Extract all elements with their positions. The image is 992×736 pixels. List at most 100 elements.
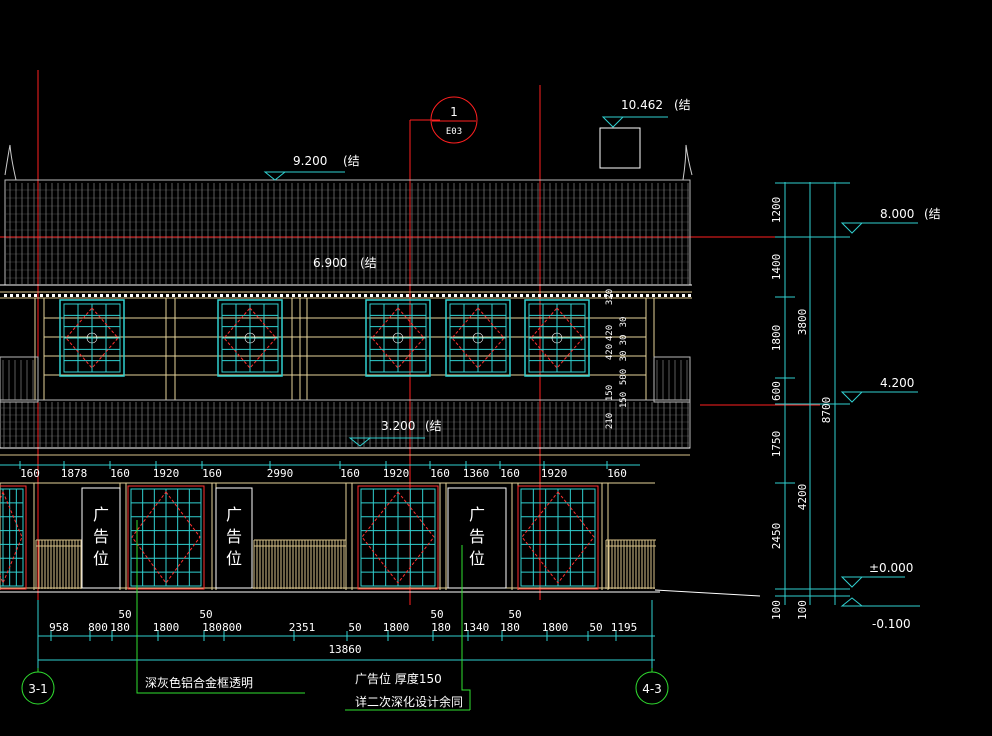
second-floor-windows [59,299,590,377]
window [445,299,511,377]
bottom-dim-label-upper: 50 [508,608,521,621]
right-dim-mid-label: 4200 [796,484,809,511]
top-dim-label: 1920 [153,467,180,480]
elev-eave: 6.900 [313,256,347,270]
elev-top: 10.462 [621,98,663,112]
total-width-dimension: 13860 [328,643,361,656]
door [517,485,599,590]
window [217,299,283,377]
ground-floor-doors [0,485,599,590]
top-dim-label: 160 [430,467,450,480]
door [357,485,439,590]
right-dim-inner-label: 600 [770,381,783,401]
window [365,299,431,377]
top-dim-label: 1878 [61,467,88,480]
axis-right-label: 4-3 [642,682,662,696]
top-dim-label: 160 [500,467,520,480]
door [127,485,205,590]
ad-board: 广告位 [81,487,121,589]
top-dim-label: 160 [607,467,627,480]
elev-right-mid: 4.200 [880,376,914,390]
ad-board-label: 位 [469,549,485,568]
ad-board-label: 广 [93,505,109,524]
elev-canopy-suffix: (结 [425,419,442,433]
elev-top-suffix: (结 [674,98,691,112]
canopy-roof [0,356,691,456]
elevation-markers [263,116,920,607]
ad-board-label: 告 [93,527,109,546]
right-dim-inner-label: 100 [770,600,783,620]
ridge-ornaments [4,144,693,181]
bottom-dim-label: 800 [88,621,108,634]
right-dim-outer-label: 8700 [820,397,833,424]
note-frame: 深灰色铝合金框透明 [145,675,253,690]
red-axis-lines [0,70,820,610]
bottom-dim-label-upper: 50 [199,608,212,621]
section-marker[interactable]: 1 E03 [430,96,478,144]
top-dim-label: 160 [202,467,222,480]
window [524,299,590,377]
door [0,485,27,590]
ad-board-label: 告 [226,527,242,546]
elev-ridge: 9.200 [293,154,327,168]
top-dim-label: 2990 [267,467,294,480]
top-dim-label: 1920 [541,467,568,480]
elev-below-ground: -0.100 [872,617,911,631]
bottom-dim-label: 180 [500,621,520,634]
window-dim-label: 30 [619,335,629,346]
bottom-dim-label: 1195 [611,621,638,634]
top-dim-label: 1920 [383,467,410,480]
right-dim-inner-label: 2450 [770,523,783,550]
right-dim-inner-label: 1750 [770,431,783,458]
ad-board-label: 广 [469,505,485,524]
window-dim-label: 210 [605,413,615,429]
top-dim-label: 1360 [463,467,490,480]
window [59,299,125,377]
bottom-dim-label: 800 [222,621,242,634]
top-dim-label: 160 [20,467,40,480]
window-dim-label: 30 [619,317,629,328]
top-dim-label: 160 [110,467,130,480]
window-dim-label: 150 [605,385,615,401]
leader-lines [136,520,471,711]
ad-board-label: 广 [226,505,242,524]
elev-eave-suffix: (结 [360,256,377,270]
chimney [599,127,641,169]
elev-right-top-suffix: (结 [924,207,941,221]
bottom-dim-label: 180 [202,621,222,634]
note-ad-detail: 详二次深化设计余同 [355,694,463,709]
ad-board-label: 位 [226,549,242,568]
ad-board: 广告位 [447,487,507,589]
bottom-dim-label: 50 [348,621,361,634]
window-dim-label: 320 [605,289,615,305]
top-dim-label: 160 [340,467,360,480]
right-dim-inner-label: 1200 [770,197,783,224]
axis-bubble-right[interactable]: 4-3 [635,671,669,705]
right-dim-inner-label: 1400 [770,254,783,281]
axis-left-label: 3-1 [28,682,48,696]
window-dim-label: 500 [619,369,629,385]
bottom-dim-label: 1800 [383,621,410,634]
bottom-dim-label: 1800 [153,621,180,634]
right-dim-inner-label: 1800 [770,325,783,352]
right-dim-mid-label: 100 [796,600,809,620]
bottom-dim-label: 180 [110,621,130,634]
elev-ground: ±0.000 [869,561,913,575]
top-dimension-chain: 160 1878 160 1920 160 2990 160 1920 160 1360 160 19… [0,461,640,480]
window-dim-label: 420 [605,344,615,360]
bottom-dim-label: 50 [589,621,602,634]
window-dim-label: 150 [619,392,629,408]
bottom-dim-label: 958 [49,621,69,634]
right-dim-mid-label: 3800 [796,309,809,336]
ad-board-label: 位 [93,549,109,568]
elev-ridge-suffix: (结 [343,154,360,168]
elev-canopy: 3.200 [381,419,415,433]
bottom-dim-label-upper: 50 [430,608,443,621]
axis-bubble-left[interactable]: 3-1 [21,671,55,705]
bottom-dim-label: 1340 [463,621,490,634]
window-dim-label: 420 [605,325,615,341]
